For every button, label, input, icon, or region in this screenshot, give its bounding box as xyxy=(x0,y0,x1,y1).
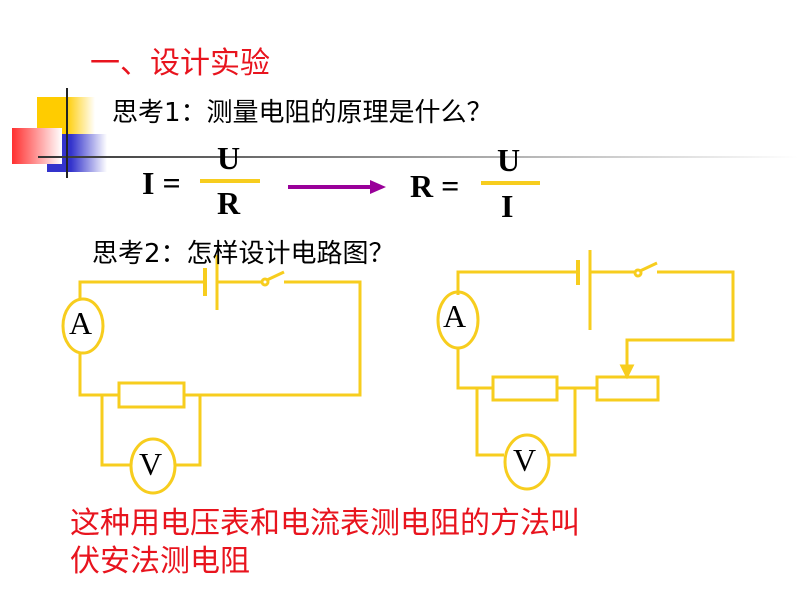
decor-squares xyxy=(12,88,798,178)
ammeter-label-2: A xyxy=(443,298,467,334)
ammeter-label-1: A xyxy=(69,305,93,341)
voltmeter-label-2: V xyxy=(513,442,537,478)
question-2: 思考2：怎样设计电路图？ xyxy=(92,239,395,269)
voltmeter-2 xyxy=(503,433,551,491)
circuit-2 xyxy=(436,250,735,491)
conclusion-line-2: 伏安法测电阻 xyxy=(70,544,250,579)
formula1-numerator: U xyxy=(217,140,241,176)
formula2-numerator: U xyxy=(497,142,521,178)
voltmeter-label-1: V xyxy=(139,446,163,482)
formula2-lhs: R = xyxy=(410,168,460,204)
formula1-lhs: I = xyxy=(142,165,181,201)
arrow-icon xyxy=(288,180,386,194)
formula2-denominator: I xyxy=(501,188,514,224)
ammeter-1 xyxy=(61,297,105,355)
ammeter-2 xyxy=(436,290,480,350)
slide-title: 一、设计实验 xyxy=(90,46,270,81)
circuit-1 xyxy=(61,255,362,495)
question-1: 思考1：测量电阻的原理是什么？ xyxy=(112,98,493,128)
fraction-bars xyxy=(200,179,540,185)
formula1-denominator: R xyxy=(217,185,241,221)
conclusion-line-1: 这种用电压表和电流表测电阻的方法叫 xyxy=(70,506,580,541)
